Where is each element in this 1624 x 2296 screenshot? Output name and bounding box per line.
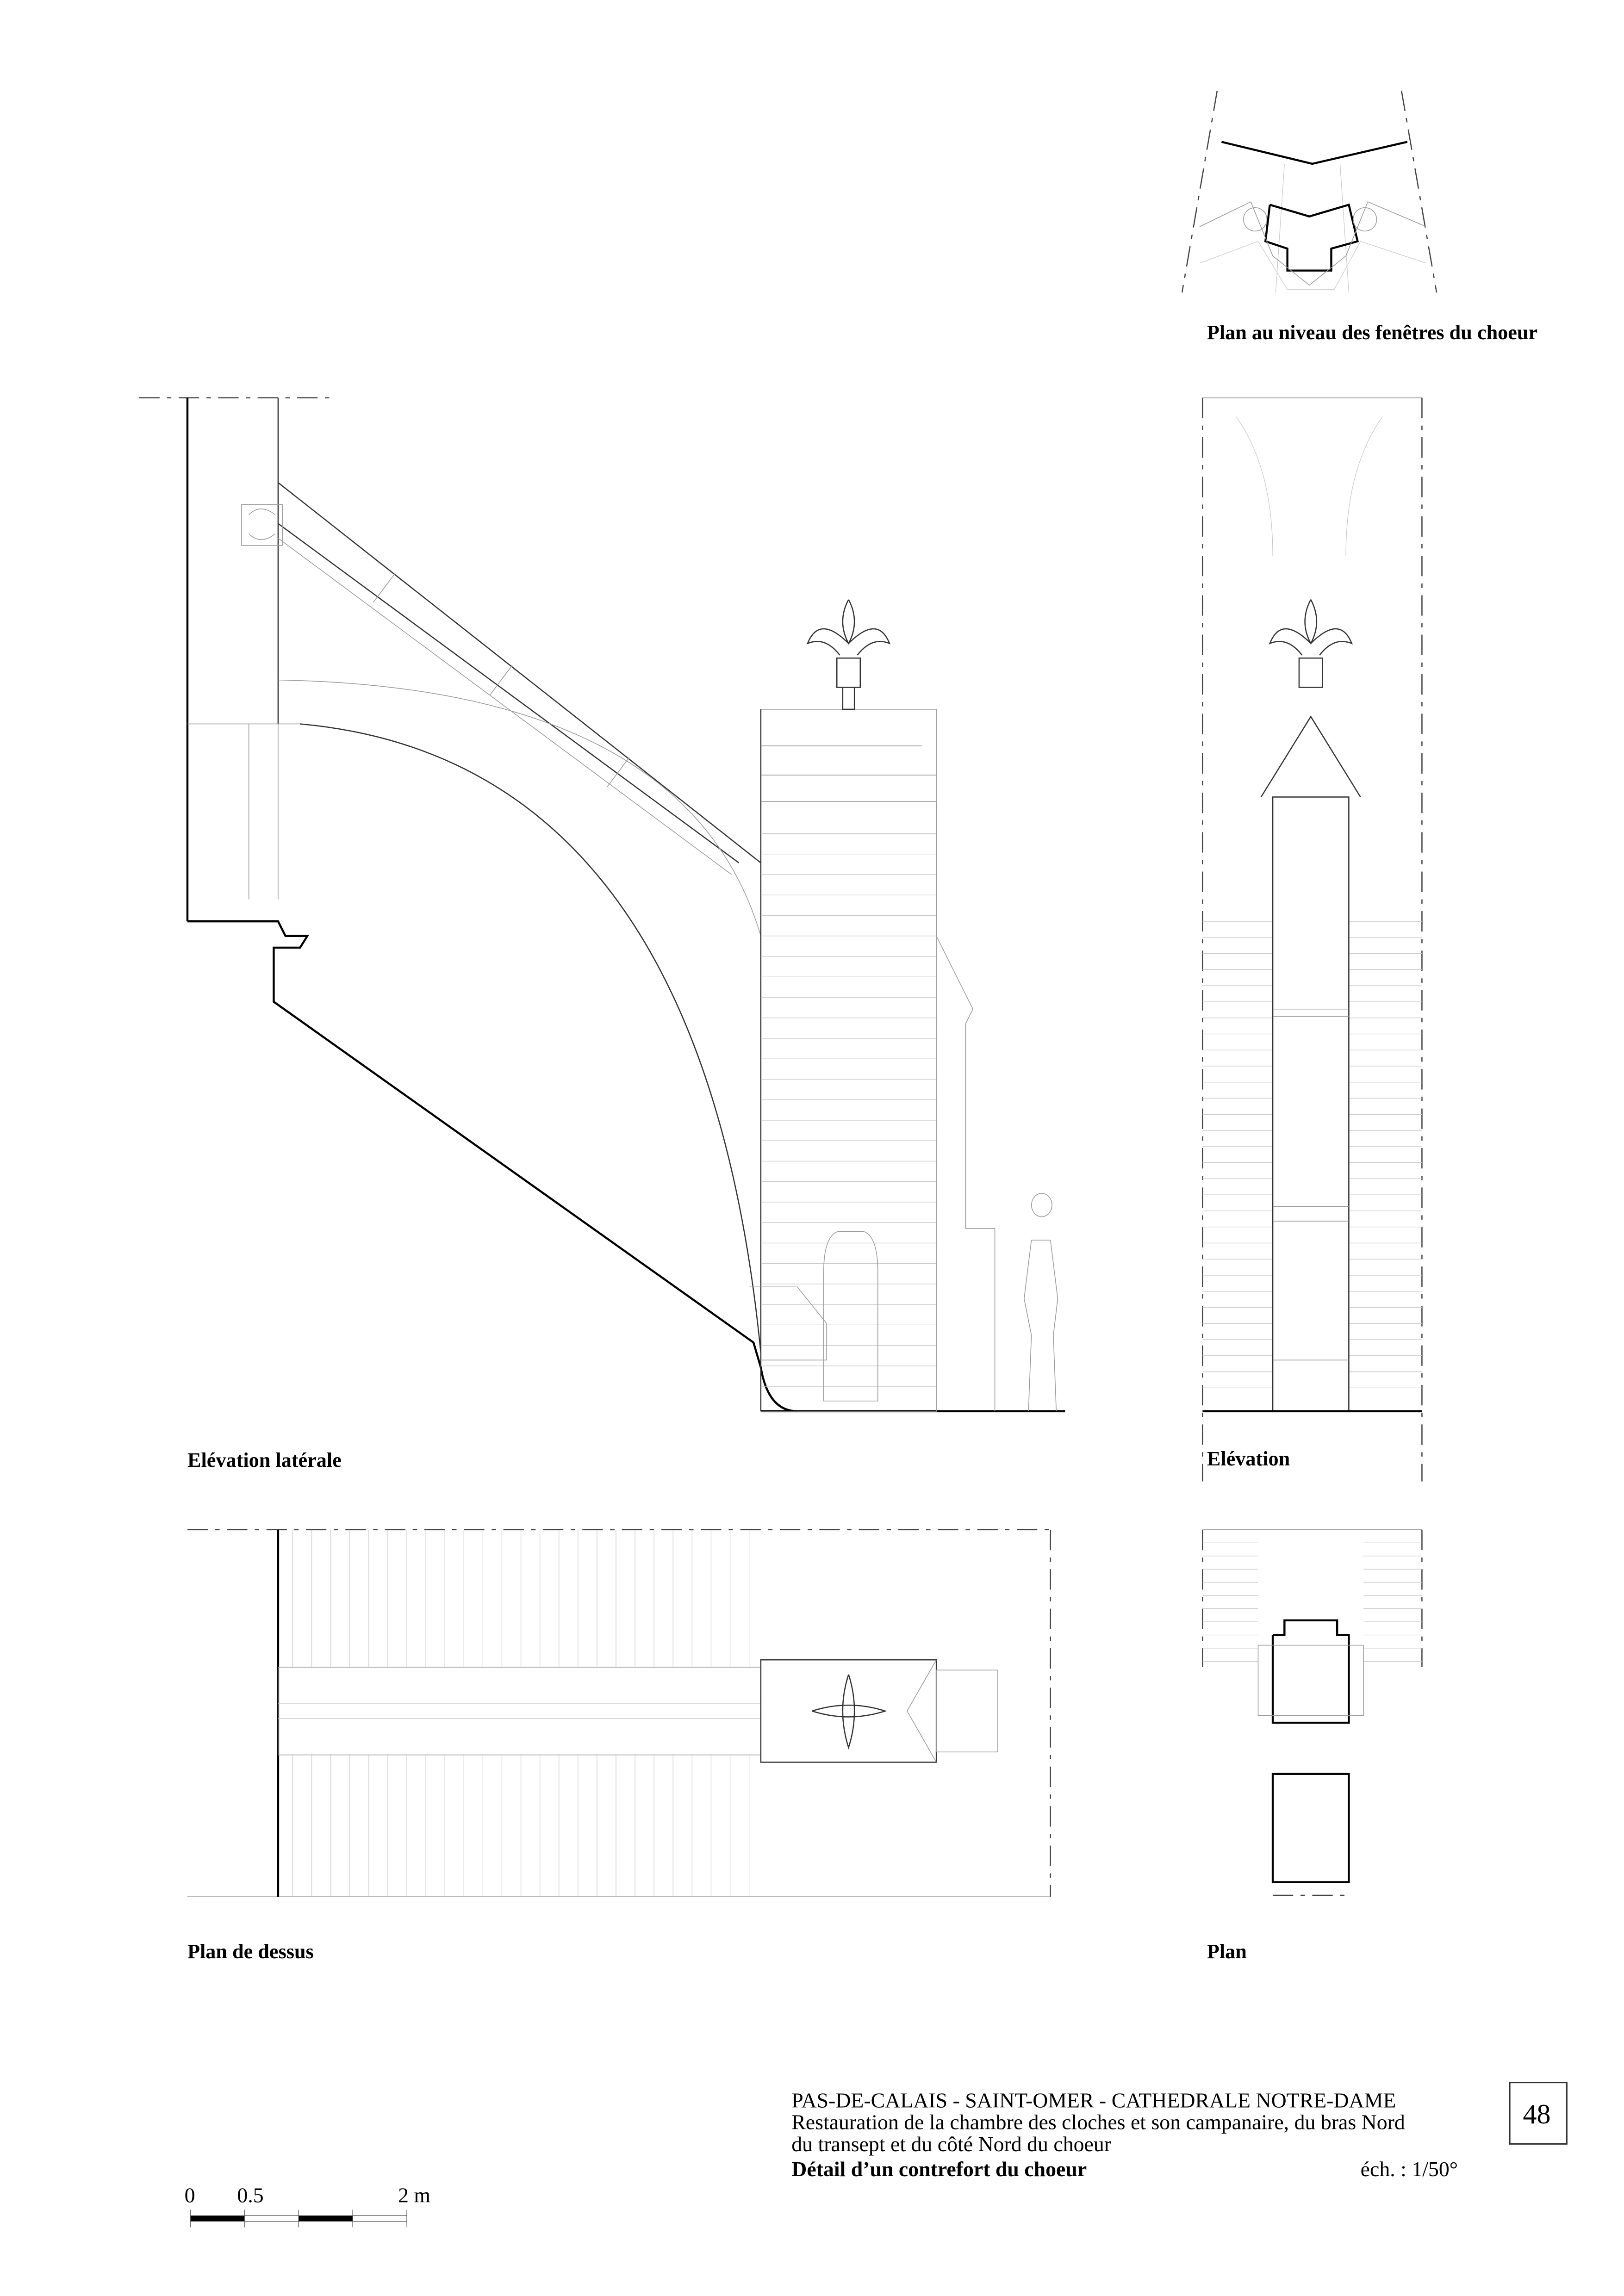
sheet-number: 48 — [1523, 2098, 1551, 2129]
scale-bar: 0 0.5 2 m — [185, 2184, 430, 2228]
title-line-3: du transept et du côté Nord du choeur — [791, 2132, 1111, 2156]
label-plan-fenetres: Plan au niveau des fenêtres du choeur — [1207, 321, 1537, 344]
elevation-laterale-drawing: Elévation latérale — [139, 397, 1065, 1471]
scale-tick-05: 0.5 — [237, 2184, 263, 2207]
title-block: PAS-DE-CALAIS - SAINT-OMER - CATHEDRALE … — [791, 2081, 1568, 2181]
label-plan-dessus: Plan de dessus — [187, 1940, 314, 1963]
title-line-1: PAS-DE-CALAIS - SAINT-OMER - CATHEDRALE … — [791, 2088, 1396, 2112]
scale-tick-2m: 2 m — [398, 2184, 430, 2207]
plan-drawing: Plan — [1202, 1529, 1423, 1963]
label-plan: Plan — [1207, 1940, 1247, 1963]
drawing-title: Détail d’un contrefort du choeur — [791, 2157, 1087, 2181]
label-elevation-laterale: Elévation latérale — [187, 1449, 342, 1471]
sheet-number-box — [1509, 2081, 1568, 2145]
title-line-2: Restauration de la chambre des cloches e… — [791, 2110, 1405, 2134]
elevation-drawing: Elévation — [1202, 397, 1423, 1482]
plan-fenetres-drawing: Plan au niveau des fenêtres du choeur — [1181, 90, 1537, 344]
plan-dessus-drawing: Plan de dessus — [187, 1529, 1051, 1963]
scale-tick-0: 0 — [185, 2184, 195, 2207]
drawing-scale: éch. : 1/50° — [1361, 2157, 1458, 2181]
label-elevation: Elévation — [1207, 1447, 1290, 1470]
